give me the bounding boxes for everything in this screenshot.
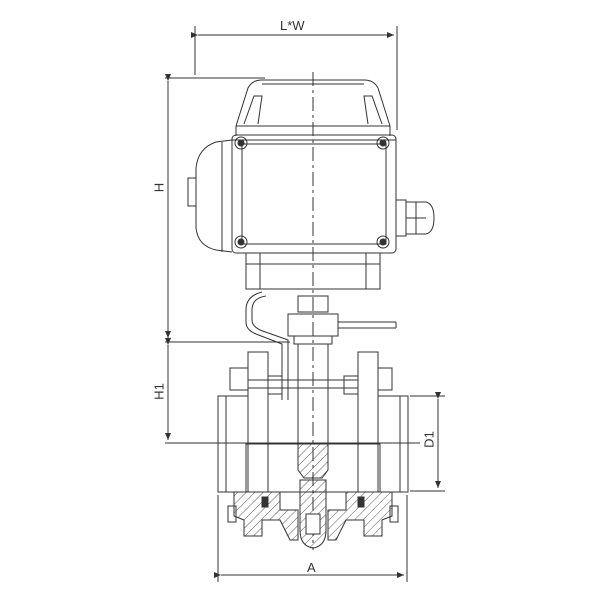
dimension-label-d1: D1 xyxy=(421,431,437,448)
dimension-a xyxy=(214,495,408,582)
dimension-label-h1: H1 xyxy=(151,383,167,400)
cable-gland xyxy=(395,199,435,237)
dimension-lw xyxy=(191,26,398,130)
actuator-base xyxy=(245,252,381,290)
actuator-body xyxy=(231,134,397,254)
actuator-side-cover xyxy=(187,139,233,253)
dimension-d1 xyxy=(410,392,445,492)
dimension-h xyxy=(165,74,265,338)
actuator-top-cover xyxy=(235,79,391,136)
dimension-label-lw: L*W xyxy=(280,18,305,33)
dimension-h1 xyxy=(165,338,420,444)
bolt-icons xyxy=(229,367,393,395)
dimension-label-h: H xyxy=(151,182,167,193)
screw-icons xyxy=(234,136,390,249)
dimension-label-a: A xyxy=(307,560,316,575)
valve-section xyxy=(227,479,399,549)
